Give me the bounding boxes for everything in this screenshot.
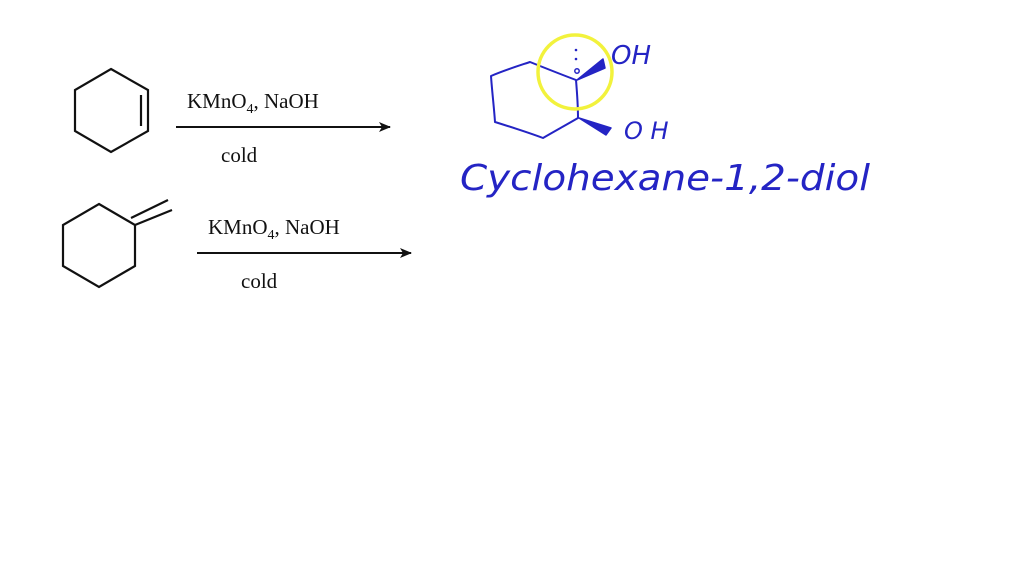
oh-label-top: OH (611, 41, 651, 71)
methylenecyclohexane-structure (61, 199, 173, 289)
handwritten-product-diol (490, 48, 612, 139)
highlight-circle (536, 33, 614, 111)
product-name-handwritten: Cyclohexane-1,2-diol (460, 158, 870, 199)
reagent-naoh: , NaOH (275, 215, 340, 239)
reagent-naoh: , NaOH (254, 89, 319, 113)
reagent-kmno4: KMnO (187, 89, 247, 113)
reagent-kmno4: KMnO (208, 215, 268, 239)
reaction-2-condition: cold (241, 269, 278, 293)
reagent-subscript: 4 (268, 228, 275, 243)
reaction-1-condition: cold (221, 143, 258, 167)
svg-text:KMnO4, NaOH: KMnO4, NaOH (208, 215, 340, 243)
oh-label-bottom: O H (624, 117, 669, 145)
reaction-1-reagents: KMnO4, NaOH (187, 89, 319, 117)
cyclohexene-structure (73, 67, 150, 154)
reaction-2-reagents: KMnO4, NaOH (208, 215, 340, 243)
svg-text:KMnO4, NaOH: KMnO4, NaOH (187, 89, 319, 117)
reagent-subscript: 4 (247, 102, 254, 117)
